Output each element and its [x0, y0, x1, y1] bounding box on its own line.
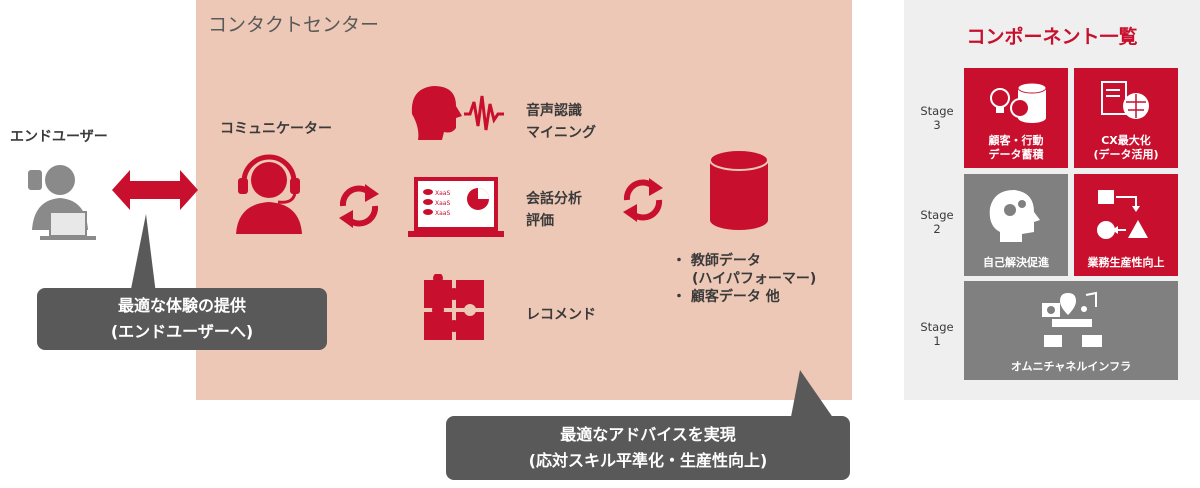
recommend-label: レコメンド	[526, 307, 596, 323]
stage-1-label: Stage 1	[920, 320, 954, 348]
document-brain-icon	[1101, 81, 1149, 119]
xaas-tag: XaaS	[435, 210, 450, 217]
workflow-shapes-icon	[1097, 190, 1148, 239]
contact-center-title: コンタクトセンター	[208, 14, 380, 36]
head-gears-icon	[989, 190, 1040, 242]
end-user-label: エンドユーザー	[10, 129, 108, 145]
speaking-head-icon	[411, 86, 504, 140]
stage-2-label: Stage 2	[920, 208, 954, 236]
analytics-laptop-icon: XaaS XaaS XaaS	[408, 177, 504, 237]
callout-bottom-line2: (応対スキル平準化・生産性向上)	[528, 451, 768, 470]
callout-left-line2: (エンドユーザーへ)	[110, 322, 254, 341]
tile-customer-data: 顧客・行動 データ蓄積	[964, 68, 1068, 168]
cycle-arrows-icon	[339, 184, 379, 228]
analysis-label: 会話分析 評価	[526, 191, 582, 229]
callout-bottom-line1: 最適なアドバイスを実現	[560, 425, 736, 444]
tile-omnichannel: オムニチャネルインフラ	[964, 281, 1178, 380]
double-arrow-icon	[112, 170, 198, 210]
list-item: (ハイパフォーマー)	[692, 271, 817, 287]
callout-bottom: 最適なアドバイスを実現 (応対スキル平準化・生産性向上)	[446, 416, 850, 480]
callout-left: 最適な体験の提供 (エンドユーザーへ)	[37, 288, 327, 350]
callout-left-line1: 最適な体験の提供	[117, 296, 246, 315]
xaas-tag: XaaS	[435, 190, 450, 197]
component-title: コンポーネント一覧	[966, 26, 1138, 48]
voice-label: 音声認識 マイニング	[526, 103, 596, 141]
list-item: ・ 教師データ	[672, 253, 761, 269]
data-list: ・ 教師データ (ハイパフォーマー) ・ 顧客データ 他	[672, 252, 816, 306]
tile-self-solve: 自己解決促進	[964, 174, 1068, 276]
tile-cx-maximize: CX最大化 (データ活用)	[1074, 68, 1178, 168]
puzzle-icon	[424, 274, 484, 340]
tile-productivity: 業務生産性向上	[1074, 174, 1178, 276]
bulb-data-icon	[990, 82, 1047, 123]
cycle-arrows-icon	[623, 178, 663, 222]
callout-left-pointer	[130, 214, 156, 294]
communicator-label: コミュニケーター	[220, 121, 332, 137]
xaas-tag: XaaS	[435, 200, 450, 207]
omnichannel-icon	[1042, 291, 1102, 347]
headset-operator-icon	[236, 154, 302, 234]
callout-bottom-pointer	[790, 370, 836, 422]
stage-3-label: Stage 3	[920, 104, 954, 132]
list-item: ・ 顧客データ 他	[672, 289, 780, 305]
end-user-icon	[28, 165, 96, 240]
database-icon	[709, 149, 769, 230]
